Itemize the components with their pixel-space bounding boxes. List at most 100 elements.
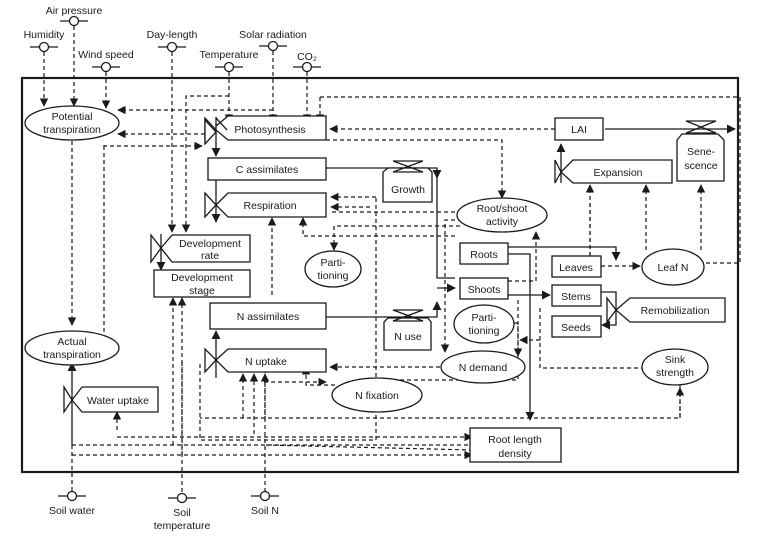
valve-icon [63, 384, 73, 415]
driver-temperature: Temperature [200, 49, 259, 123]
driver-label-line2: temperature [154, 520, 211, 532]
driver-source-icon [100, 61, 112, 73]
rate-senescence: Sene- scence [676, 120, 725, 182]
rate-photosynthesis: Photosynthesis [204, 115, 327, 146]
driver-source-icon [66, 490, 78, 502]
rate-label: Growth [391, 184, 425, 196]
driver-air-pressure: Air pressure [46, 5, 102, 107]
rate-label-line1: Sene- [687, 146, 716, 158]
aux-label-line2: transpiration [43, 349, 101, 361]
driver-co2: CO₂ [293, 51, 321, 123]
driver-source-icon [223, 61, 235, 73]
rate-label: Expansion [593, 167, 642, 179]
aux-label: Leaf N [658, 262, 689, 274]
driver-label: Soil N [251, 505, 279, 517]
driver-label: Temperature [200, 49, 259, 61]
valve-icon [685, 120, 717, 134]
state-leaves: Leaves [551, 255, 602, 278]
rate-development-rate: Development rate [150, 233, 251, 265]
aux-label-line2: strength [656, 367, 694, 379]
driver-label: Humidity [24, 29, 66, 41]
state-label: LAI [571, 124, 587, 136]
aux-label: N demand [459, 362, 508, 374]
aux-sink-strength: Sink strength [641, 348, 709, 386]
driver-label: CO₂ [297, 51, 317, 63]
valve-icon [204, 118, 217, 146]
state-c-assimilates: C assimilates [207, 157, 327, 181]
driver-solar-radiation: Solar radiation [239, 29, 307, 123]
aux-label-line2: activity [486, 216, 519, 228]
driver-humidity: Humidity [24, 29, 66, 107]
rate-growth: Growth [382, 160, 433, 203]
aux-potential-transpiration: Potential transpiration [24, 105, 120, 141]
valve-icon [204, 347, 217, 374]
aux-label-line1: Parti- [320, 257, 346, 269]
aux-n-demand: N demand [440, 350, 526, 384]
aux-leaf-n: Leaf N [641, 248, 705, 286]
driver-label: Soil water [49, 505, 96, 517]
state-label: Roots [470, 249, 497, 261]
rate-n-use: N use [383, 309, 432, 351]
state-label: Shoots [468, 284, 501, 296]
state-label: Stems [561, 291, 591, 303]
rate-label: Photosynthesis [234, 124, 305, 136]
state-label: Seeds [561, 322, 591, 334]
rate-label: Remobilization [641, 305, 710, 317]
state-shoots: Shoots [459, 277, 509, 300]
aux-label-line1: Parti- [471, 312, 497, 324]
state-label-line1: Development [171, 272, 233, 284]
state-stems: Stems [551, 284, 602, 307]
driver-source-icon [166, 41, 178, 53]
driver-soil-water: Soil water [49, 445, 96, 517]
aux-label-line2: transpiration [43, 124, 101, 136]
aux-label-line1: Root/shoot [477, 203, 528, 215]
rate-n-uptake: N uptake [204, 347, 327, 374]
driver-wind-speed: Wind speed [78, 49, 134, 109]
driver-day-length: Day-length [147, 29, 198, 233]
rate-remobilization: Remobilization [606, 296, 726, 324]
valve-icon [606, 296, 617, 324]
system-boundary [20, 76, 740, 474]
driver-source-icon [301, 61, 313, 73]
state-n-assimilates: N assimilates [209, 302, 327, 330]
rate-label-line2: rate [201, 250, 219, 262]
rate-label: Respiration [243, 200, 296, 212]
material-flows [67, 117, 736, 445]
aux-label-line1: Actual [57, 336, 86, 348]
state-roots: Roots [459, 242, 509, 265]
rate-water-uptake: Water uptake [63, 384, 159, 415]
aux-partitioning-c: Parti- tioning [304, 250, 362, 288]
aux-label: N fixation [355, 390, 399, 402]
aux-label-line2: tioning [469, 325, 500, 337]
driver-source-icon [267, 40, 279, 52]
state-label-line1: Root length [488, 434, 542, 446]
valve-icon [392, 309, 424, 322]
driver-source-icon [68, 15, 80, 27]
state-label: C assimilates [236, 164, 298, 176]
state-label: N assimilates [237, 311, 299, 323]
information-flows [67, 95, 741, 460]
aux-partitioning-n: Parti- tioning [453, 304, 515, 344]
valve-icon [150, 233, 162, 265]
rate-label: N use [394, 331, 422, 343]
driver-label-line1: Soil [173, 507, 191, 519]
driver-label: Day-length [147, 29, 198, 41]
state-label-line2: density [498, 448, 532, 460]
rate-expansion: Expansion [554, 159, 673, 184]
aux-actual-transpiration: Actual transpiration [24, 330, 120, 366]
rate-label-line2: scence [684, 160, 717, 172]
driver-source-icon [176, 492, 188, 504]
rate-label-line1: Development [179, 238, 241, 250]
rate-label: N uptake [245, 356, 287, 368]
aux-n-fixation: N fixation [331, 377, 423, 413]
driver-source-icon [38, 41, 50, 53]
state-development-stage: Development stage [153, 269, 251, 298]
valve-icon [392, 160, 424, 173]
aux-label-line1: Potential [52, 111, 93, 123]
driver-label: Solar radiation [239, 29, 307, 41]
aux-label-line1: Sink [665, 354, 686, 366]
driver-source-icon [259, 490, 271, 502]
driver-soil-temperature: Soil temperature [154, 362, 211, 532]
aux-label-line2: tioning [318, 270, 349, 282]
valve-icon [554, 159, 562, 184]
